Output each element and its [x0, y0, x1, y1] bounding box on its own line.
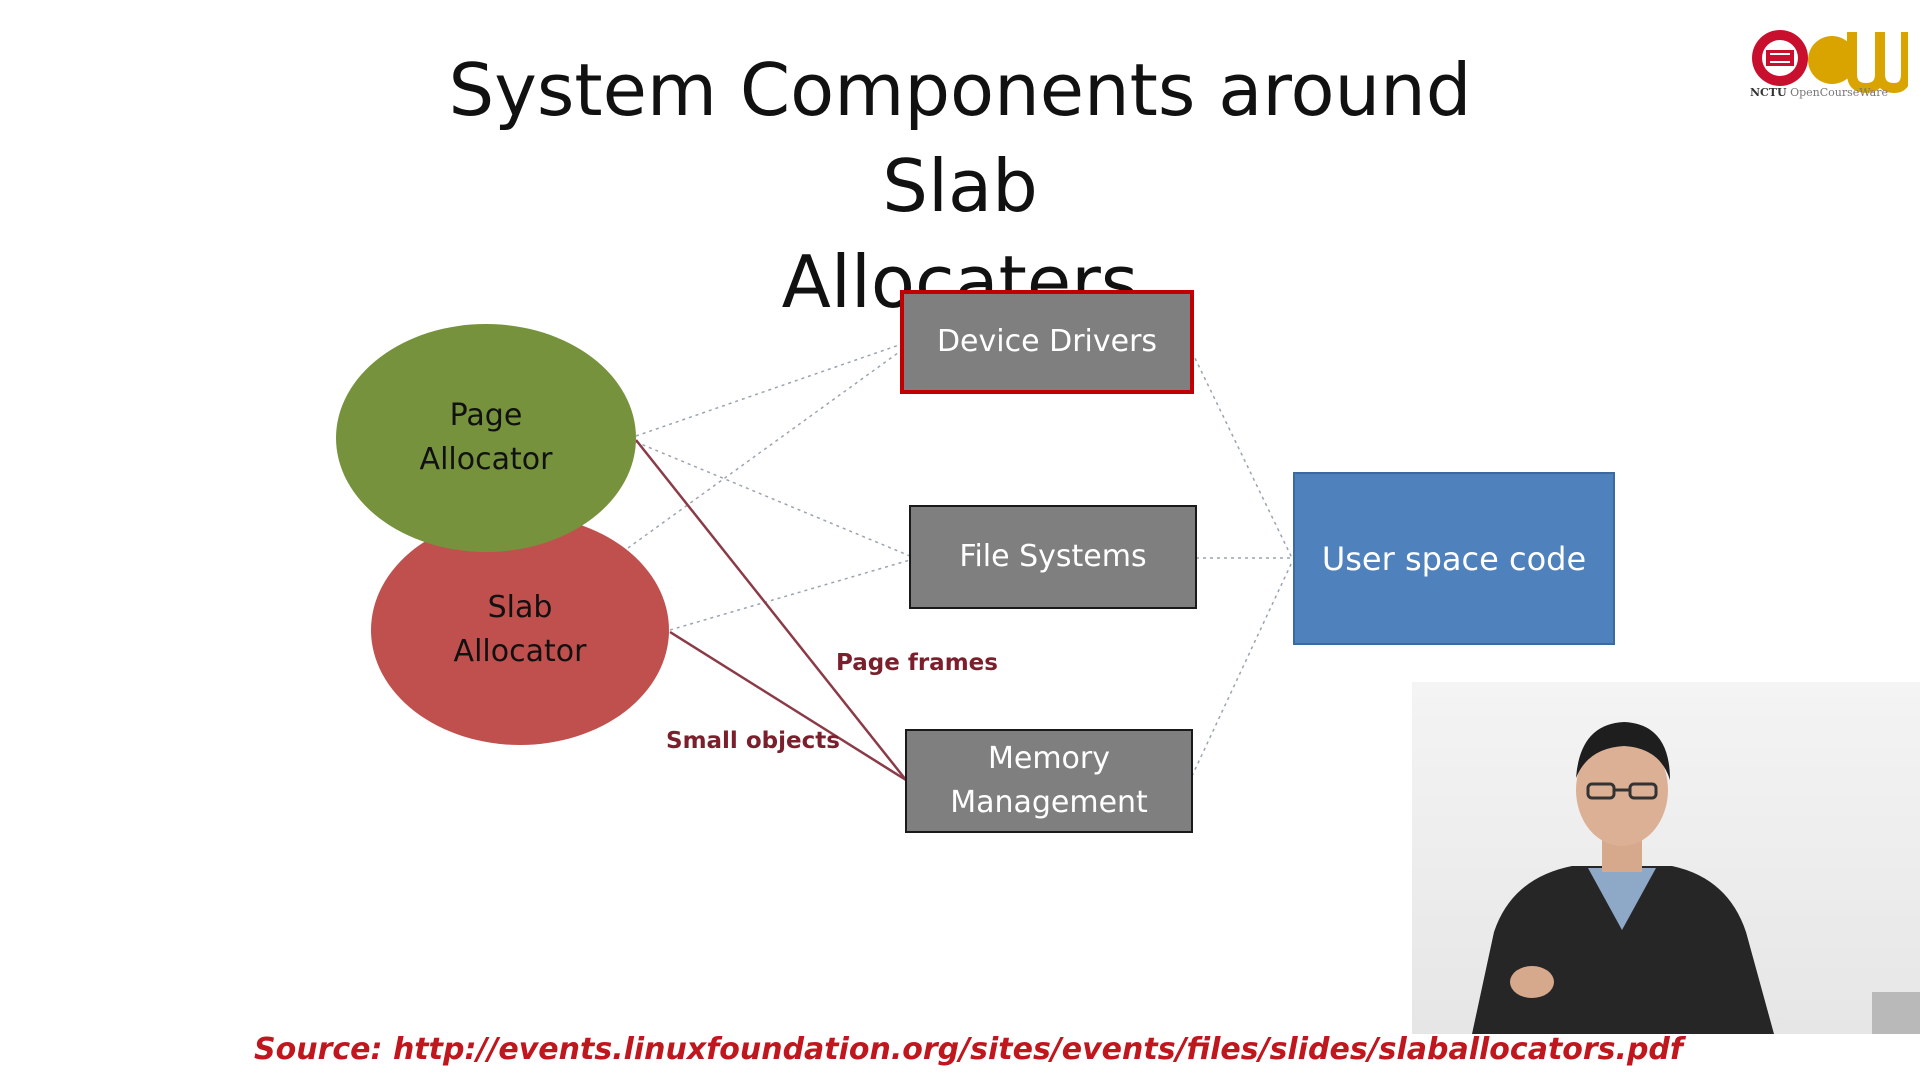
logo-tagline: OpenCourseWare — [1790, 86, 1888, 99]
connector-drivers-to-user — [1191, 351, 1293, 559]
file-systems-node — [909, 505, 1197, 609]
device-drivers-node — [900, 290, 1194, 394]
slab-allocator-label-line-1: Slab — [487, 590, 553, 625]
slide-title: System Components around Slab Allocaters — [360, 42, 1560, 330]
connector-slab-to-fs — [669, 559, 911, 631]
slab-allocator-label-line-2: Allocator — [453, 634, 587, 669]
page-allocator-label: Page Allocator — [366, 392, 606, 484]
source-citation: Source: http://events.linuxfoundation.or… — [254, 1032, 1683, 1067]
memory-management-label: Memory Management — [906, 730, 1192, 832]
user-space-code-node — [1293, 472, 1615, 645]
memory-management-node — [905, 729, 1193, 833]
file-systems-label: File Systems — [959, 539, 1147, 574]
connector-page-to-drivers — [635, 343, 903, 437]
connector-mm-to-slab — [669, 630, 907, 782]
memory-management-label-line-2: Management — [950, 785, 1148, 820]
page-allocator-label-line-2: Allocator — [419, 442, 553, 477]
ocw-logo — [1752, 30, 1908, 94]
user-space-code-label: User space code — [1321, 539, 1587, 578]
edge-label-small-objects: Small objects — [666, 728, 840, 754]
dotted-connectors — [627, 343, 1293, 777]
slab-allocator-node — [371, 515, 669, 745]
logo-institution: NCTU — [1750, 86, 1787, 99]
memory-management-label-line-1: Memory — [987, 741, 1110, 776]
page-allocator-label-line-1: Page — [449, 398, 523, 433]
connector-mm-to-user — [1191, 561, 1293, 777]
edge-label-page-frames: Page frames — [836, 650, 998, 676]
solid-connectors — [635, 439, 907, 782]
presenter-video-image — [1412, 682, 1920, 1034]
page-allocator-node — [336, 324, 636, 552]
connector-slab-to-drivers — [627, 349, 903, 549]
slide-title-line-1: System Components around Slab — [448, 48, 1472, 228]
device-drivers-label: Device Drivers — [936, 324, 1158, 359]
logo-text: NCTU OpenCourseWare — [1750, 86, 1910, 99]
connector-mm-to-page — [635, 439, 907, 781]
connector-page-to-fs — [635, 441, 911, 557]
slab-allocator-label: Slab Allocator — [400, 584, 640, 676]
